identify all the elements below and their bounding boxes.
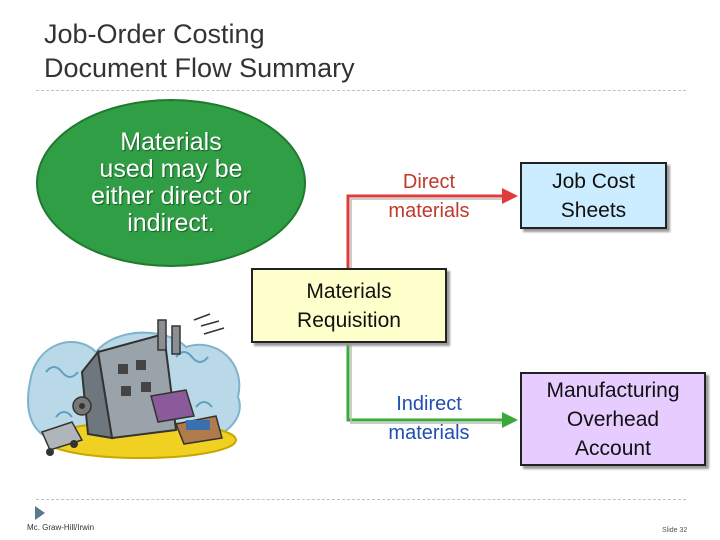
overhead-line-1: Manufacturing bbox=[546, 378, 680, 402]
indirect-line-1: Indirect bbox=[396, 393, 462, 415]
job-cost-line-1: Job Cost bbox=[552, 169, 635, 193]
requisition-line-1: Materials bbox=[306, 279, 392, 303]
indirect-arrow-icon bbox=[502, 412, 518, 428]
title-line-2: Document Flow Summary bbox=[44, 53, 355, 83]
bottom-divider bbox=[36, 499, 686, 500]
materials-requisition-box: Materials Requisition bbox=[251, 268, 447, 343]
overhead-line-2: Overhead bbox=[566, 407, 660, 431]
publisher-footer: Mc. Graw-Hill/Irwin bbox=[27, 523, 95, 532]
indirect-line-2: materials bbox=[388, 422, 470, 444]
direct-materials-label: Direct materials bbox=[362, 168, 496, 226]
top-divider bbox=[36, 90, 686, 91]
direct-arrow-icon bbox=[502, 188, 518, 204]
indirect-materials-label: Indirect materials bbox=[362, 390, 496, 448]
callout-line-3: either direct or bbox=[91, 182, 251, 210]
callout-line-2: used may be bbox=[99, 155, 243, 183]
page-title: Job-Order Costing Document Flow Summary bbox=[44, 17, 355, 85]
job-cost-sheets-box: Job Cost Sheets bbox=[520, 162, 667, 229]
callout-bubble: Materials used may be either direct or i… bbox=[36, 99, 306, 267]
direct-line-1: Direct bbox=[402, 171, 456, 193]
factory-clipart-icon bbox=[27, 313, 241, 459]
job-cost-line-2: Sheets bbox=[560, 198, 627, 222]
title-line-1: Job-Order Costing bbox=[44, 19, 265, 49]
slide-number: Slide 32 bbox=[662, 527, 688, 534]
bullet-triangle-icon bbox=[35, 506, 45, 520]
callout-line-4: indirect. bbox=[127, 209, 215, 237]
requisition-line-2: Requisition bbox=[297, 308, 401, 332]
manufacturing-overhead-box: Manufacturing Overhead Account bbox=[520, 372, 706, 466]
direct-line-2: materials bbox=[388, 200, 470, 222]
callout-line-1: Materials bbox=[120, 128, 222, 156]
overhead-line-3: Account bbox=[575, 436, 651, 460]
callout-text: Materials used may be either direct or i… bbox=[56, 129, 286, 237]
